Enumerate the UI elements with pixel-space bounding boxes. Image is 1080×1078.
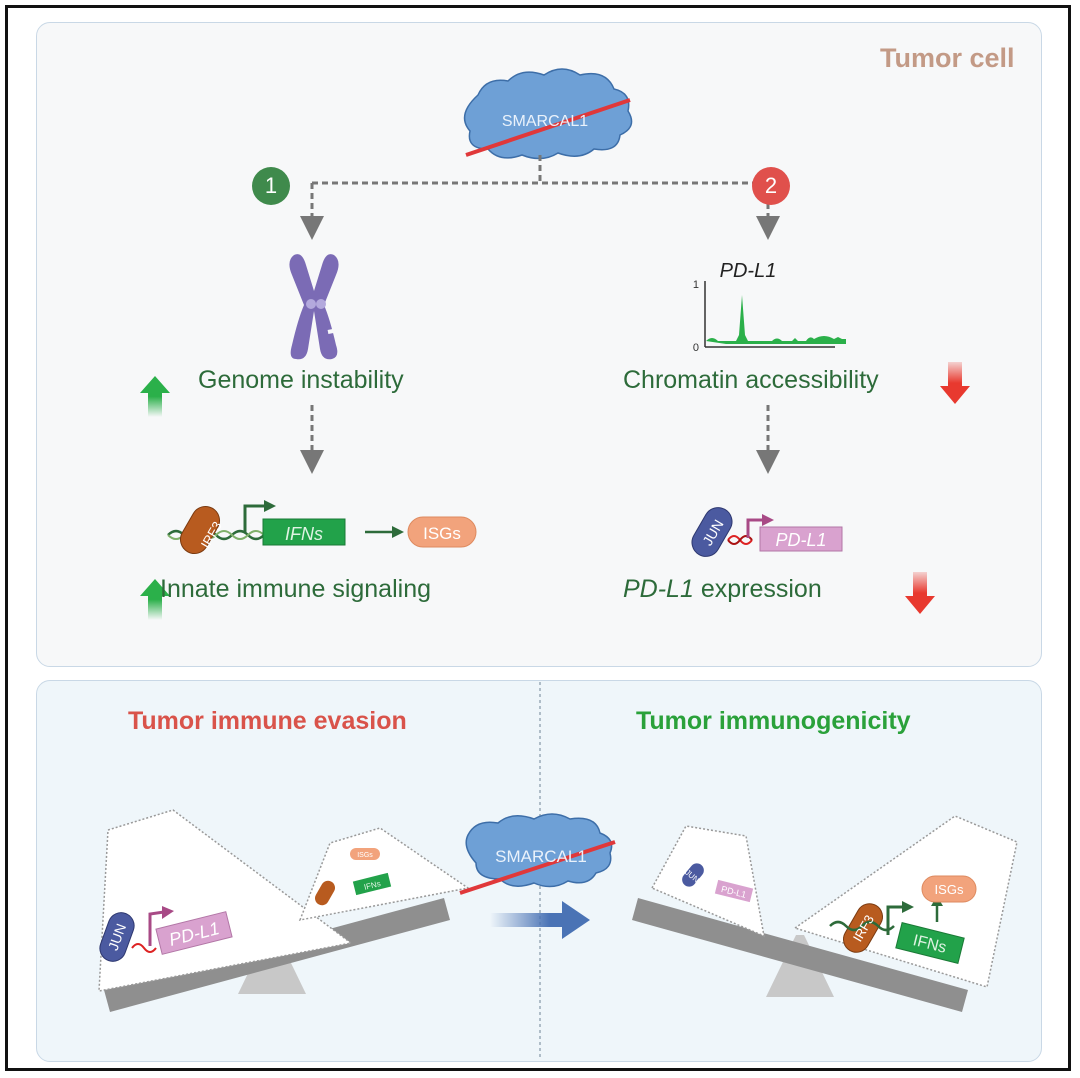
strike-line (465, 98, 631, 157)
track-ymin: 0 (693, 342, 699, 354)
down-arrow-icon (905, 572, 935, 614)
scale-immunogenicity (632, 815, 1018, 1012)
pdl1-track-chart (704, 281, 846, 348)
branch-connectors (300, 155, 780, 474)
smarcal1-cloud-top (463, 68, 633, 160)
scale-evasion (98, 809, 470, 1012)
pdl1-expression-rest: expression (693, 575, 822, 603)
transition-arrow-icon (490, 901, 590, 939)
scale-beam (632, 898, 968, 1012)
up-arrow-icon (140, 579, 170, 620)
panel-title: Tumor cell (880, 43, 1015, 73)
isgs-label-evasion: ISGs (357, 852, 373, 859)
light-pan-pdl1 (650, 825, 765, 938)
ifn-gene-module (167, 500, 477, 555)
up-arrow-icon (140, 376, 170, 417)
smarcal1-label-top: SMARCAL1 (502, 113, 588, 130)
down-arrow-icon (940, 362, 970, 404)
isgs-label: ISGs (423, 524, 461, 543)
smarcal1-label-bottom: SMARCAL1 (495, 847, 587, 866)
pdl1-expression-label: PD-L1 expression (623, 575, 822, 604)
ifns-label-evasion: IFNs (363, 879, 382, 892)
track-title: PD-L1 (720, 260, 777, 282)
immunogenicity-heading: Tumor immunogenicity (636, 707, 911, 735)
pdl1-gene-label: PD-L1 (775, 530, 826, 550)
smarcal1-cloud-bottom (459, 813, 616, 895)
accessibility-peak (706, 295, 846, 344)
step-2-badge: 2 (752, 167, 790, 205)
innate-immune-signaling-label: Innate immune signaling (160, 575, 431, 603)
pdl1-expression-gene: PD-L1 (623, 575, 694, 603)
immune-evasion-heading: Tumor immune evasion (128, 707, 407, 735)
chromosome-icon (289, 254, 339, 360)
chromatin-accessibility-label: Chromatin accessibility (623, 366, 879, 394)
pdl1-gene-module (691, 507, 843, 557)
ifns-label: IFNs (285, 524, 323, 544)
genome-instability-label: Genome instability (198, 366, 404, 394)
isgs-label-immuno: ISGs (935, 882, 964, 897)
track-ymax: 1 (693, 279, 699, 291)
step-1-badge: 1 (252, 167, 290, 205)
